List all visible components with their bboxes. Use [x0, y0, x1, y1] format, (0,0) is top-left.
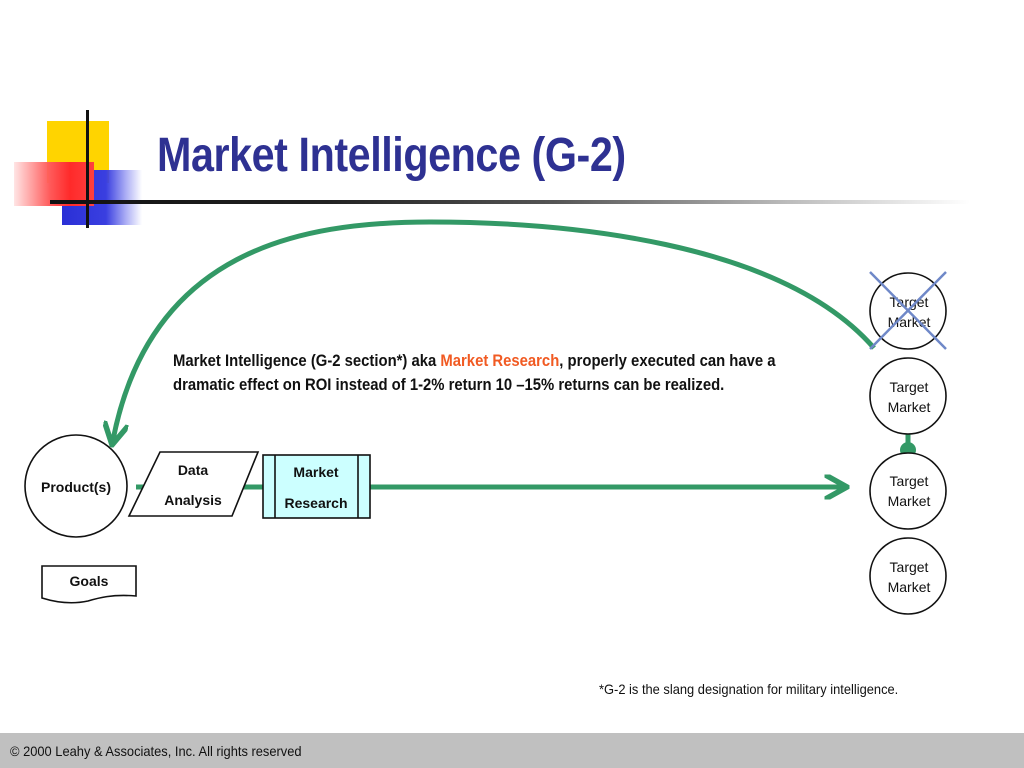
logo-red-square: [14, 162, 94, 206]
market-research-highlight: Market Research: [440, 352, 560, 370]
data-analysis-line2: Analysis: [164, 492, 222, 508]
description-part-1: Market Intelligence (G-2 section*) aka: [173, 352, 441, 370]
feedback-arrow: [113, 219, 876, 440]
products-node: Product(s): [24, 434, 128, 538]
copyright-text: © 2000 Leahy & Associates, Inc. All righ…: [10, 743, 302, 759]
title-underline: [50, 200, 970, 204]
target-market-1-line2: Market: [888, 314, 931, 330]
market-research-line1: Market: [293, 464, 338, 480]
goals-node: Goals: [41, 565, 137, 604]
cross-out-line-2: [869, 271, 947, 350]
target-market-3-line1: Target: [890, 473, 929, 489]
target-market-3-line2: Market: [888, 493, 931, 509]
target-market-3: Target Market: [869, 452, 947, 530]
target-market-1: Target Market: [869, 271, 947, 350]
goals-label: Goals: [70, 573, 109, 589]
target-market-4: Target Market: [869, 537, 947, 615]
data-analysis-node: Data Analysis: [127, 451, 260, 517]
target-market-2-line2: Market: [888, 399, 931, 415]
slide-title: Market Intelligence (G-2): [157, 129, 626, 182]
data-analysis-line1: Data: [178, 462, 209, 478]
market-research-line2: Research: [284, 495, 347, 511]
target-market-2: Target Market: [869, 357, 947, 435]
market-research-node: Market Research: [262, 454, 371, 519]
target-market-4-line2: Market: [888, 579, 931, 595]
target-market-2-line1: Target: [890, 379, 929, 395]
footer-bar: [0, 733, 1024, 768]
description-part-2: , properly executed can have a dramatic …: [173, 352, 776, 394]
logo-vertical-line: [86, 110, 89, 228]
products-label: Product(s): [41, 479, 111, 495]
target-market-4-line1: Target: [890, 559, 929, 575]
footnote: *G-2 is the slang designation for milita…: [599, 681, 899, 697]
description-text: Market Intelligence (G-2 section*) aka M…: [173, 349, 794, 397]
